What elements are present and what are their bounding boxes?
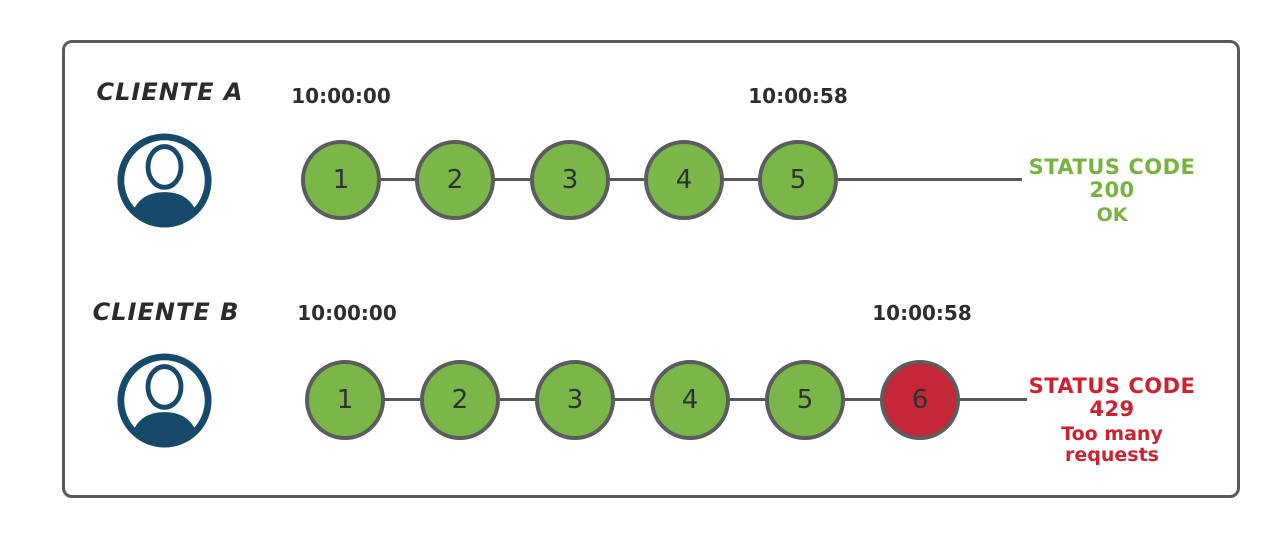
row-b-request-circle-4: 4: [650, 360, 730, 440]
row-b-request-circle-1: 1: [305, 360, 385, 440]
row-a-request-circle-4: 4: [644, 140, 724, 220]
row-b-request-circle-3: 3: [535, 360, 615, 440]
row-b-status: STATUS CODE 429 Too many requests: [1024, 374, 1200, 467]
row-a-request-circle-1: 1: [301, 140, 381, 220]
row-a-start-time: 10:00:00: [291, 84, 391, 108]
row-b-end-time: 10:00:58: [872, 301, 972, 325]
row-a-request-circle-5: 5: [758, 140, 838, 220]
row-a-status-text: OK: [1096, 204, 1128, 227]
row-b-request-circle-2: 2: [420, 360, 500, 440]
user-avatar-icon: [117, 133, 212, 228]
row-b-status-text: Too many requests: [1061, 423, 1163, 467]
row-b-request-circle-6: 6: [880, 360, 960, 440]
row-a-status: STATUS CODE 200 OK: [1024, 155, 1200, 227]
row-b-start-time: 10:00:00: [297, 301, 397, 325]
user-avatar-icon: [117, 353, 212, 448]
row-b-request-circle-5: 5: [765, 360, 845, 440]
client-b-label: CLIENTE B: [92, 298, 240, 326]
client-a-label: CLIENTE A: [96, 78, 244, 106]
row-a-request-circle-3: 3: [530, 140, 610, 220]
diagram-frame: [62, 40, 1240, 498]
row-a-request-circle-2: 2: [415, 140, 495, 220]
row-a-end-time: 10:00:58: [748, 84, 848, 108]
row-b-status-code: STATUS CODE 429: [1028, 374, 1196, 422]
row-a-status-code: STATUS CODE 200: [1028, 155, 1196, 203]
